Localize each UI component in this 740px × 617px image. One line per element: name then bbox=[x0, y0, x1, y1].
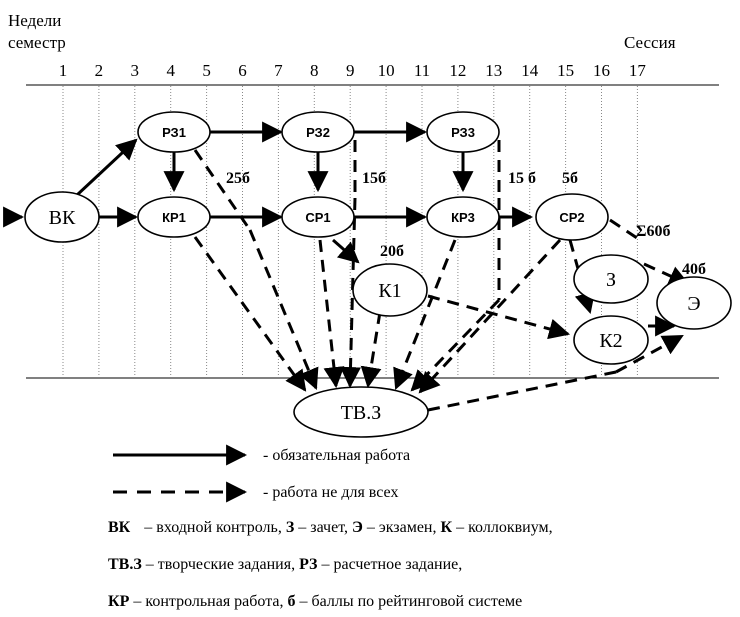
dash-k1-k2 bbox=[427, 294, 571, 340]
week-number-12: 12 bbox=[449, 61, 466, 80]
note3-text-b: – баллы по рейтинговой системе bbox=[296, 593, 523, 610]
note2-abbr-tvz: ТВ.З bbox=[108, 556, 142, 573]
score-20: 20б bbox=[380, 243, 404, 260]
note-line-3: КР – контрольная работа, б – баллы по ре… bbox=[108, 593, 522, 610]
note1-text-vk: – входной контроль, bbox=[143, 519, 286, 536]
note1-abbr-k: К bbox=[440, 519, 452, 536]
node-kr3-label: КР3 bbox=[451, 210, 475, 225]
note2-abbr-rz: РЗ bbox=[299, 556, 318, 573]
note1-text-k: – коллоквиум, bbox=[452, 519, 553, 536]
node-tvz-label: ТВ.З bbox=[341, 402, 382, 424]
week-number-7: 7 bbox=[274, 61, 283, 80]
week-number-1: 1 bbox=[59, 61, 68, 80]
node-k2-label: К2 bbox=[599, 330, 622, 352]
dash-sr2-k2 bbox=[568, 239, 596, 315]
week-number-2: 2 bbox=[95, 61, 104, 80]
note-line-2: ТВ.З – творческие задания, РЗ – расчетно… bbox=[108, 556, 462, 573]
week-number-16: 16 bbox=[593, 61, 610, 80]
note1-abbr-e: Э bbox=[352, 519, 363, 536]
note1-text-e: – экзамен, bbox=[363, 519, 441, 536]
week-number-9: 9 bbox=[346, 61, 355, 80]
note-line-1: ВК – входной контроль, З – зачет, Э – экз… bbox=[108, 519, 553, 536]
week-number-15: 15 bbox=[557, 61, 574, 80]
week-number-8: 8 bbox=[310, 61, 319, 80]
week-number-5: 5 bbox=[202, 61, 211, 80]
node-k2-shape bbox=[573, 315, 649, 365]
note3-text-kr: – контрольная работа, bbox=[129, 593, 287, 610]
node-kr1-shape bbox=[137, 196, 211, 238]
score-40: 40б bbox=[682, 261, 706, 278]
dash-sr2-tvz bbox=[418, 238, 562, 394]
node-rz3-shape bbox=[426, 111, 500, 153]
node-z-label: З bbox=[606, 269, 616, 291]
dash-tvz-mid bbox=[427, 370, 617, 412]
dash-rz1-tvz bbox=[248, 229, 319, 390]
node-k1-shape bbox=[352, 263, 428, 317]
node-sr2-label: СР2 bbox=[559, 210, 584, 225]
weeks-label: Недели bbox=[8, 11, 61, 30]
node-sr1-shape bbox=[281, 196, 355, 238]
session-label: Сессия bbox=[624, 33, 676, 52]
note2-text-rz: – расчетное задание, bbox=[318, 556, 463, 573]
node-z-shape bbox=[573, 254, 649, 304]
node-rz3-label: РЗ3 bbox=[451, 125, 475, 140]
dash-kr1-tvz bbox=[193, 236, 307, 392]
node-vk-label: ВК bbox=[49, 207, 76, 229]
dash-sr1-tvz bbox=[318, 239, 345, 389]
week-number-14: 14 bbox=[521, 61, 539, 80]
semester-label: семестр bbox=[8, 33, 66, 52]
node-k1-label: К1 bbox=[378, 280, 401, 302]
week-number-13: 13 bbox=[485, 61, 502, 80]
score-5: 5б bbox=[562, 170, 578, 187]
note3-abbr-b: б bbox=[288, 593, 296, 610]
arrow-vk-rz1 bbox=[75, 138, 138, 197]
node-rz2-label: РЗ2 bbox=[306, 125, 330, 140]
score-sum60: Σ60б bbox=[636, 223, 670, 240]
node-e-shape bbox=[656, 276, 732, 330]
dashed-arrows bbox=[193, 140, 690, 412]
legend-dashed-label: - работа не для всех bbox=[263, 484, 398, 501]
score-labels: 25б 15б 15 б 5б 20б Σ60б 40б bbox=[226, 170, 706, 278]
node-rz1-shape bbox=[137, 111, 211, 153]
note1-abbr-z: З bbox=[286, 519, 295, 536]
week-number-6: 6 bbox=[238, 61, 247, 80]
node-rz2-shape bbox=[281, 111, 355, 153]
node-tvz-shape bbox=[293, 386, 429, 438]
note1-abbr-vk: ВК bbox=[108, 519, 131, 536]
score-25: 25б bbox=[226, 170, 250, 187]
nodes bbox=[24, 111, 732, 438]
node-kr3-shape bbox=[426, 196, 500, 238]
node-rz1-label: РЗ1 bbox=[162, 125, 186, 140]
note1-text-z: – зачет, bbox=[294, 519, 352, 536]
dash-kr3-tvz bbox=[393, 239, 457, 390]
score-15b: 15 б bbox=[508, 170, 536, 187]
dash-tvz-e bbox=[615, 334, 684, 374]
dash-sr2-sum bbox=[609, 218, 641, 242]
dash-k1-tvz bbox=[360, 311, 382, 389]
node-vk-shape bbox=[24, 191, 100, 243]
week-number-3: 3 bbox=[131, 61, 140, 80]
week-number-17: 17 bbox=[629, 61, 647, 80]
note3-abbr-kr: КР bbox=[108, 593, 130, 610]
node-labels: ВК РЗ1 КР1 РЗ2 СР1 РЗ3 КР3 СР2 К1 З К2 Э… bbox=[49, 125, 701, 424]
node-e-label: Э bbox=[687, 293, 700, 315]
note2-text-tvz: – творческие задания, bbox=[142, 556, 299, 573]
week-number-11: 11 bbox=[414, 61, 430, 80]
dash-rz1-up bbox=[193, 149, 252, 231]
score-15a: 15б bbox=[362, 170, 386, 187]
node-kr1-label: КР1 bbox=[162, 210, 186, 225]
week-number-4: 4 bbox=[166, 61, 175, 80]
week-number-10: 10 bbox=[378, 61, 395, 80]
dash-rz3-tvz bbox=[410, 298, 501, 392]
legend-solid-label: - обязательная работа bbox=[263, 447, 410, 464]
node-sr2-shape bbox=[535, 193, 609, 241]
node-sr1-label: СР1 bbox=[305, 210, 330, 225]
dash-rz2-tvz bbox=[340, 197, 361, 389]
